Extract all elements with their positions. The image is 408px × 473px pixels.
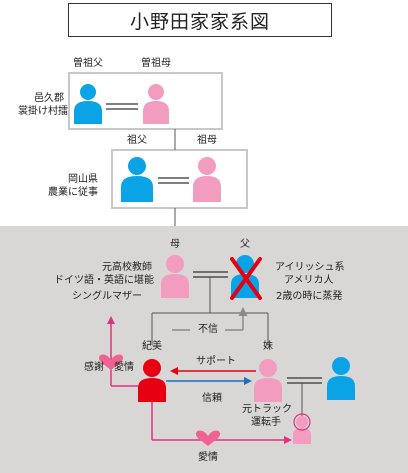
father-absent-cross-icon xyxy=(230,257,262,300)
great-grandfather-figure xyxy=(74,84,102,124)
father-label: 父 xyxy=(240,239,250,250)
grandparents-note-line1: 岡山県 xyxy=(68,174,98,185)
sister-child-figure xyxy=(293,416,311,444)
grandparents-note-line2: 農業に従事 xyxy=(48,187,98,198)
mother-note-line2: ドイツ語・英語に堪能 xyxy=(54,275,154,286)
sister-figure xyxy=(254,359,282,402)
sister-note-line2: 運転手 xyxy=(251,417,281,428)
support-label: サポート xyxy=(196,356,236,367)
self-label: 紀美 xyxy=(142,341,162,352)
father-note-line1: アイリッシュ系 xyxy=(275,262,345,273)
love-child-label: 愛情 xyxy=(198,452,218,463)
page-title: 小野田家家系図 xyxy=(68,3,332,37)
marriage-line-gen3 xyxy=(193,271,228,278)
love-to-niece-arrow xyxy=(151,402,292,444)
sister-spouse-figure xyxy=(327,357,355,400)
distrust-arrow xyxy=(172,307,248,331)
great-grandfather-label: 曽祖父 xyxy=(73,58,103,69)
love-parent-label: 愛情 xyxy=(114,362,134,373)
marriage-line-gen2 xyxy=(158,177,189,184)
father-note-line3: 2歳の時に蒸発 xyxy=(276,291,343,302)
marriage-line-sister xyxy=(287,377,322,384)
mother-figure xyxy=(161,255,189,298)
great-grandmother-figure xyxy=(143,84,169,124)
heart-icon-child xyxy=(196,430,220,446)
self-figure xyxy=(138,359,166,402)
great-grandmother-label: 曽祖母 xyxy=(141,58,171,69)
marriage-line-gen1 xyxy=(106,103,138,110)
grandmother-figure xyxy=(193,157,221,202)
grandmother-label: 祖母 xyxy=(197,135,217,146)
great-grandparents-note-line2: 裳掛け村擂 xyxy=(18,106,68,117)
mother-note-line3: シングルマザー xyxy=(72,291,142,302)
love-to-mother-arrow xyxy=(107,316,138,387)
trust-label: 信頼 xyxy=(202,393,222,404)
sister-label: 妹 xyxy=(263,341,273,352)
distrust-label: 不信 xyxy=(198,324,218,335)
father-note-line2: アメリカ人 xyxy=(284,275,334,286)
great-grandparents-note-line1: 邑久郡 xyxy=(34,93,64,104)
sister-note-line1: 元トラック xyxy=(242,404,292,415)
mother-label: 母 xyxy=(170,239,180,250)
heart-icon-parent xyxy=(99,354,123,370)
grandfather-label: 祖父 xyxy=(127,135,147,146)
thanks-label: 感謝 xyxy=(84,362,104,373)
grandfather-figure xyxy=(121,157,153,202)
sister-child-ring xyxy=(293,413,311,431)
children-connector xyxy=(151,277,269,345)
mother-note-line1: 元高校教師 xyxy=(102,262,152,273)
